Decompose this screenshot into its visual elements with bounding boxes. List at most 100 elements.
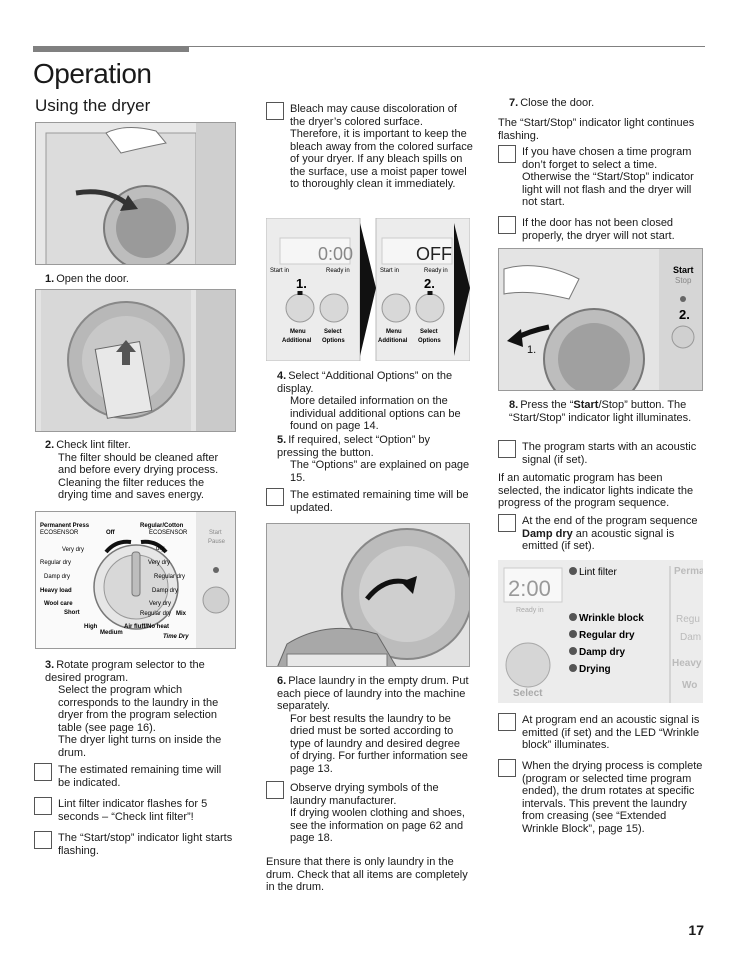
page-title: Operation [33,58,152,89]
figure-place-laundry [266,523,470,667]
door-start-label: Start [673,265,694,275]
display-start-in-right: Start in [380,268,399,274]
panel-side-4: Heavy [672,658,702,669]
note-marker [266,488,284,506]
note-marker [34,797,52,815]
label-heavy-load: Heavy load [40,588,72,594]
display-ready-in-right: Ready in [424,268,448,274]
note-marker [266,781,284,799]
note-bleach: Bleach may cause discoloration of the dr… [266,102,474,191]
figure-display-options: 0:00 OFF Start in Ready in Start in Read… [266,218,470,361]
label-eco-right: ECOSENSOR [149,530,188,536]
note-time-updated: The estimated remaining time will be upd… [266,488,474,514]
panel-select: Select [513,688,543,699]
note-remaining-time: The estimated remaining time will be ind… [34,763,234,789]
label-regular-cotton: Regular/Cotton [140,523,184,529]
note-marker [498,759,516,777]
label-regular-dry-mix: Regular dry [140,611,171,617]
display-start-in-left: Start in [270,268,289,274]
label-eco-left: ECOSENSOR [40,530,79,536]
display-additional-right: Additional [378,338,408,344]
label-pause: Pause [208,539,226,545]
label-very-dry-left: Very dry [62,547,84,553]
note-program-end: At program end an acoustic signal is emi… [498,713,704,752]
door-stop-label: Stop [675,276,692,285]
label-regular-dry-left: Regular dry [40,560,71,566]
display-options-right: Options [418,338,441,344]
label-wool-care: Wool care [44,601,73,607]
note-start-flashing: The “Start/stop” indicator light starts … [34,831,234,857]
panel-digits: 2:00 [508,576,551,601]
paragraph-automatic-program: If an automatic program has been selecte… [498,472,694,509]
figure-lint-filter [35,289,236,432]
label-time-dry: Time Dry [163,634,189,640]
step-8: 8.Press the “Start/Stop” button. The “St… [509,399,692,424]
note-marker [34,763,52,781]
figure-close-door: 1. Start Stop 2. [498,248,703,391]
step-4: 4.Select “Additional Options” on the dis… [277,370,461,432]
figure-indicator-panel: 2:00 Ready in Lint filter Wrinkle block … [498,560,703,703]
step-1: 1.Open the door. [45,273,129,285]
display-select-right: Select [420,329,438,335]
note-marker [498,713,516,731]
display-ready-in-left: Ready in [326,268,350,274]
display-mark-1: 1. [296,276,307,291]
header-rule-thin [189,46,705,47]
label-very-dry-right: Very dry [148,560,170,566]
note-time-program: If you have chosen a time program don’t … [498,145,704,209]
paragraph-ensure-laundry: Ensure that there is only laundry in the… [266,856,468,893]
display-options-left: Options [322,338,345,344]
label-regular-dry-right: Regular dry [154,574,185,580]
page-number: 17 [688,922,704,938]
panel-ready-in: Ready in [516,607,544,614]
door-mark-1: 1. [527,344,536,356]
note-marker [498,216,516,234]
label-permanent-press: Permanent Press [40,523,90,529]
note-program-starts: The program starts with an acoustic sign… [498,440,704,466]
panel-lint-filter: Lint filter [579,567,617,578]
section-title: Using the dryer [35,96,151,115]
note-damp-dry: At the end of the program sequence Damp … [498,514,704,553]
display-digits-left: 0:00 [318,244,353,264]
step-5: 5.If required, select “Option” by pressi… [277,434,470,484]
door-mark-2: 2. [679,307,690,322]
label-short: Short [64,610,80,616]
label-high: High [84,624,98,630]
display-digits-right: OFF [416,244,452,264]
figure-open-door [35,122,236,265]
display-mark-2: 2. [424,276,435,291]
step-3: 3.Rotate program selector to the desired… [45,659,222,759]
label-off: Off [106,530,116,536]
display-menu-left: Menu [290,329,306,335]
note-drying-symbols: Observe drying symbols of the laundry ma… [266,781,474,845]
label-damp-dry-left: Damp dry [44,574,70,580]
panel-side-2: Regu [676,614,700,625]
note-drum-rotates: When the drying process is complete (pro… [498,759,704,835]
panel-drying: Drying [579,664,611,675]
note-marker [34,831,52,849]
panel-side-3: Dam [680,632,701,643]
panel-side-5: Wo [682,680,697,691]
step-7: 7.Close the door. [509,97,595,109]
label-start: Start [209,530,222,536]
note-door-closed: If the door has not been closed properly… [498,216,704,242]
label-dry: dry [156,546,164,552]
display-additional-left: Additional [282,338,312,344]
display-menu-right: Menu [386,329,402,335]
panel-side-1: Perma [674,566,703,577]
label-damp-dry-right: Damp dry [152,588,178,594]
label-air-fluff: Air fluff/No heat [124,624,169,630]
note-marker [498,514,516,532]
label-very-dry-right-2: Very dry [149,601,171,607]
display-select-left: Select [324,329,342,335]
label-mix: Mix [176,611,187,617]
paragraph-continues-flashing: The “Start/Stop” indicator light continu… [498,117,695,142]
note-marker [498,145,516,163]
label-medium: Medium [100,630,123,636]
step-2: 2.Check lint filter. The filter should b… [45,439,219,501]
panel-damp-dry: Damp dry [579,647,626,658]
note-marker [498,440,516,458]
panel-wrinkle-block: Wrinkle block [579,613,644,624]
step-6: 6.Place laundry in the empty drum. Put e… [277,675,469,775]
header-rule-thick [33,46,189,52]
